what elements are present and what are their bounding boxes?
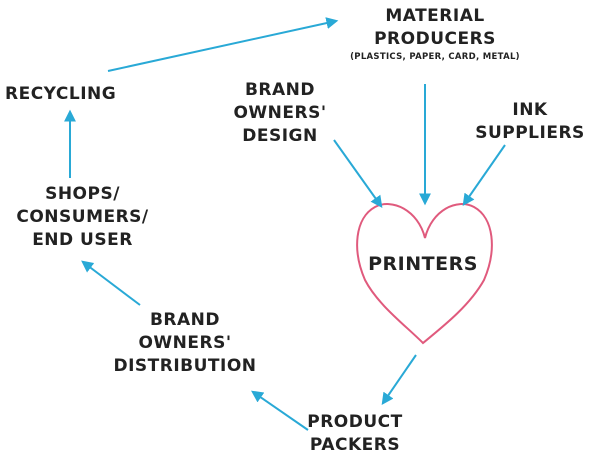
arrow-printers-to-packers	[381, 354, 417, 405]
node-product-packers: PRODUCT PACKERS	[285, 411, 425, 457]
node-brand-owners-design: BRAND OWNERS' DESIGN	[225, 79, 335, 148]
node-recycling: RECYCLING	[5, 83, 135, 106]
node-shops-line-3: END USER	[32, 230, 133, 250]
node-shops-line-2: CONSUMERS/	[16, 207, 149, 227]
node-shops-line-1: SHOPS/	[45, 184, 120, 204]
node-brand-owners-distribution-line-3: DISTRIBUTION	[113, 356, 257, 376]
node-printers-line-1: PRINTERS	[368, 253, 478, 275]
node-brand-owners-design-line-3: DESIGN	[242, 126, 318, 146]
arrow-ink-to-printers	[462, 144, 506, 206]
node-brand-owners-distribution-line-2: OWNERS'	[138, 333, 232, 353]
node-material-producers: MATERIAL PRODUCERS (PLASTICS, PAPER, CAR…	[320, 5, 550, 64]
arrow-design-to-printers	[333, 139, 383, 208]
node-brand-owners-distribution: BRAND OWNERS' DISTRIBUTION	[100, 309, 270, 378]
node-product-packers-line-1: PRODUCT	[307, 412, 403, 432]
arrow-packers-to-distribution	[251, 390, 309, 431]
node-material-producers-subtitle: (PLASTICS, PAPER, CARD, METAL)	[350, 52, 520, 62]
node-printers: PRINTERS	[348, 253, 498, 276]
node-brand-owners-design-line-1: BRAND	[244, 80, 316, 100]
node-recycling-line-1: RECYCLING	[5, 84, 117, 104]
arrow-recycling-to-material	[107, 17, 339, 72]
node-ink-suppliers: INK SUPPLIERS	[465, 99, 595, 145]
node-material-producers-line-2: PRODUCERS	[374, 29, 496, 49]
node-ink-suppliers-line-2: SUPPLIERS	[475, 123, 585, 143]
node-shops-consumers-end-user: SHOPS/ CONSUMERS/ END USER	[15, 183, 150, 252]
node-product-packers-line-2: PACKERS	[309, 435, 401, 455]
arrow-distribution-to-shops	[81, 260, 141, 306]
node-brand-owners-distribution-line-1: BRAND	[149, 310, 221, 330]
node-material-producers-line-1: MATERIAL	[385, 6, 485, 26]
node-brand-owners-design-line-2: OWNERS'	[233, 103, 327, 123]
node-ink-suppliers-line-1: INK	[512, 100, 548, 120]
